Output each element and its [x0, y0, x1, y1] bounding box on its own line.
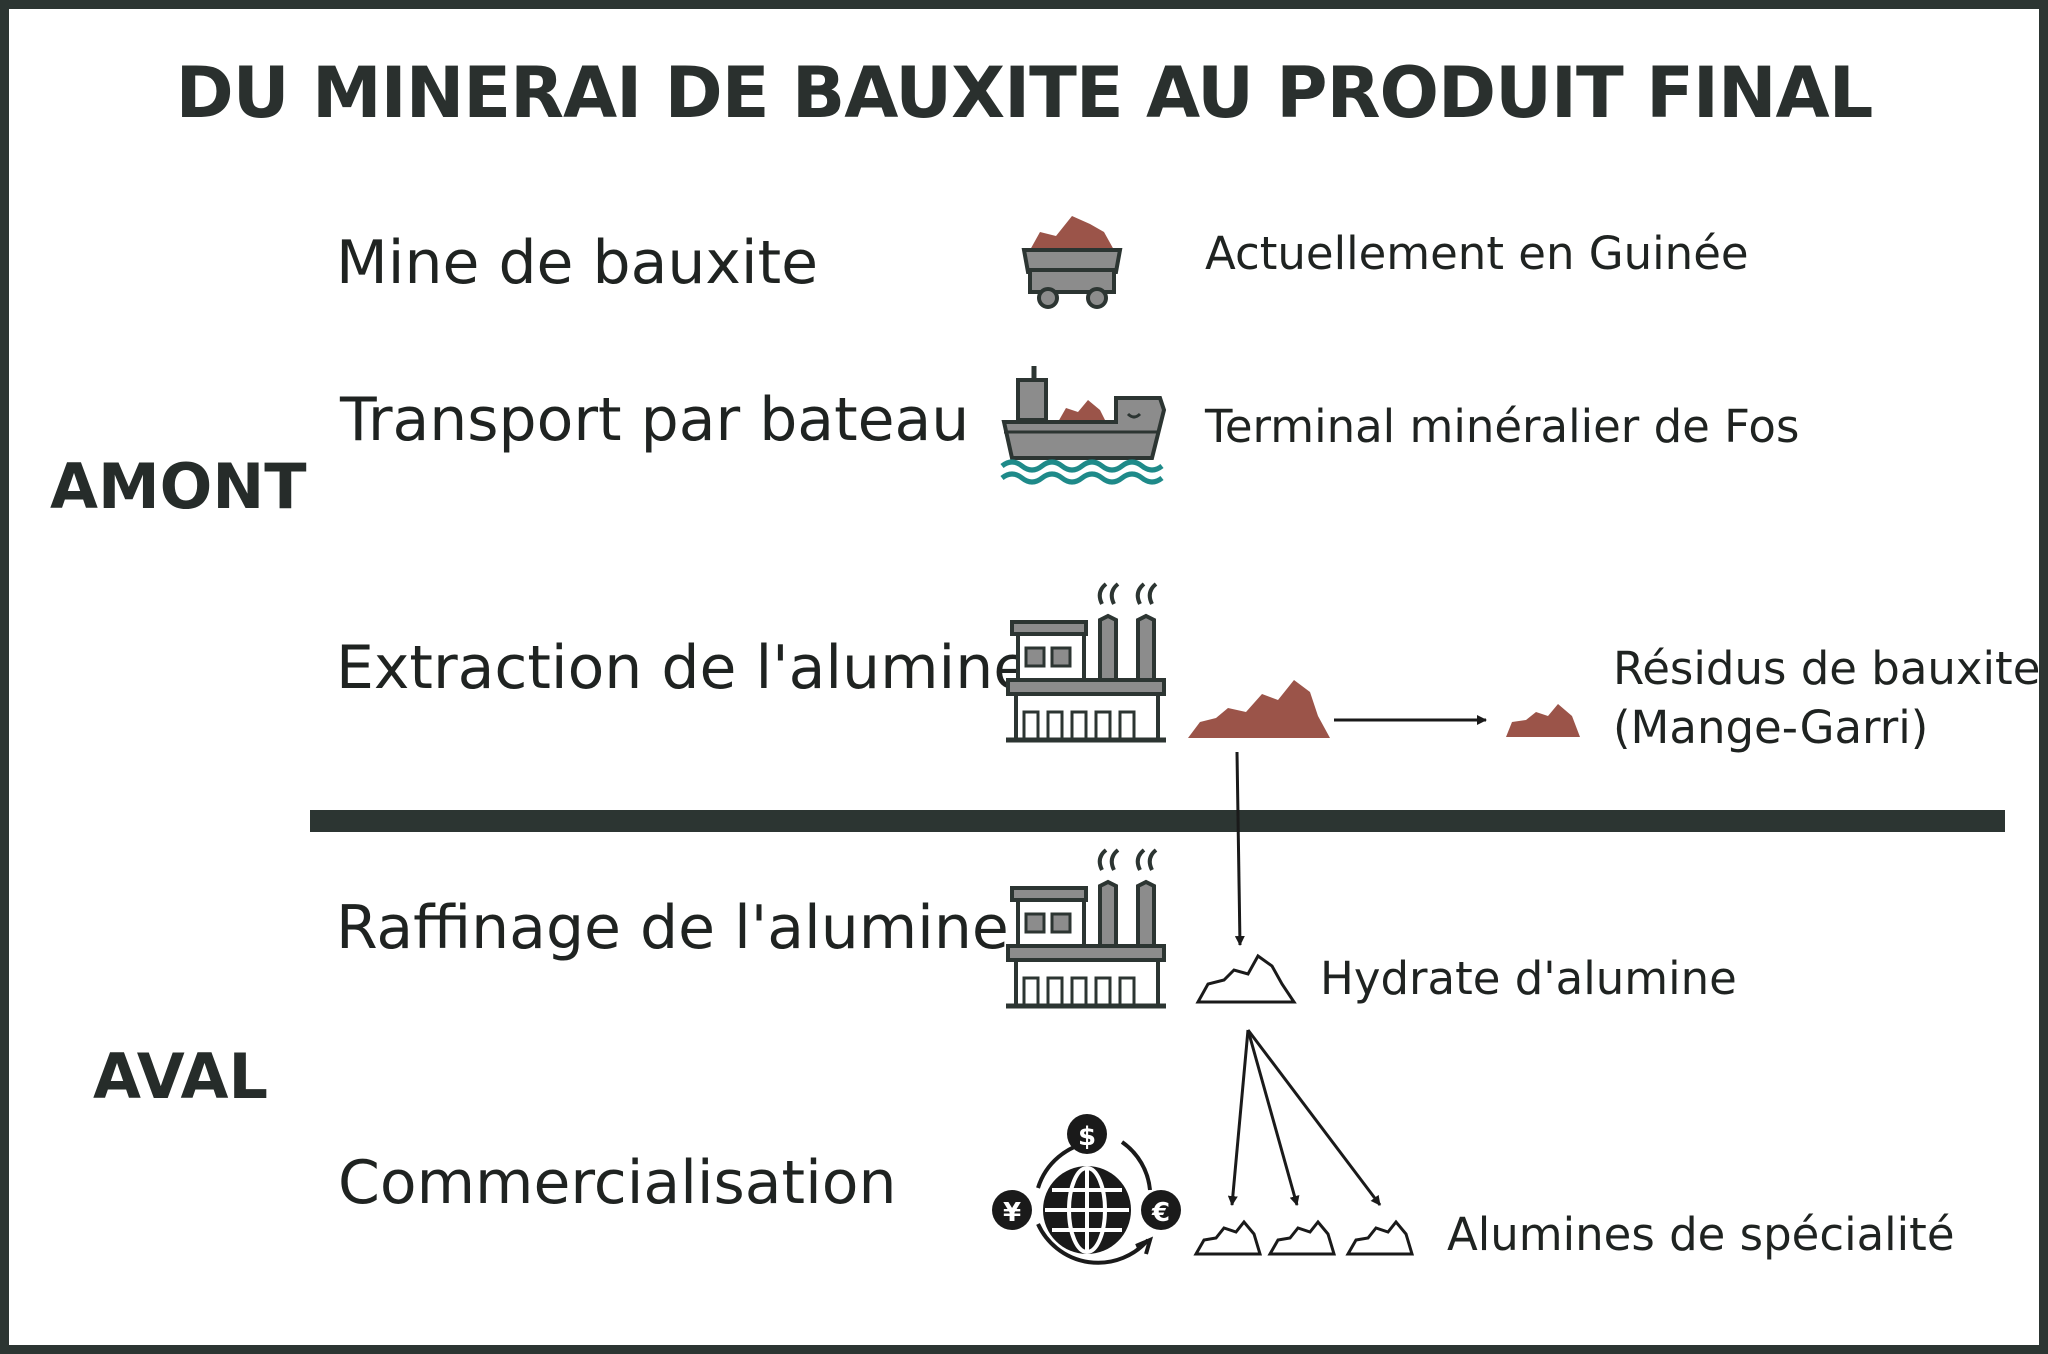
note-residus-line2: (Mange-Garri)	[1613, 700, 1929, 754]
bauxite-pile-icon	[1188, 680, 1330, 738]
diagram-title: DU MINERAI DE BAUXITE AU PRODUIT FINAL	[175, 52, 1874, 134]
alumina-pile-icon-specialite-1	[1193, 1219, 1263, 1256]
alumina-pile-icon-hydrate	[1195, 953, 1297, 1004]
globe-currency-icon: $ ¥ €	[992, 1114, 1181, 1265]
step-transport-par-bateau: Transport par bateau	[340, 385, 970, 455]
note-alumines-specialite: Alumines de spécialité	[1447, 1208, 1955, 1261]
arrow-to-specialite-1	[1227, 1029, 1250, 1206]
mine-cart-icon	[1021, 216, 1123, 309]
note-guinee: Actuellement en Guinée	[1205, 227, 1749, 280]
alumina-pile-icon-specialite-3	[1345, 1219, 1415, 1256]
euro-icon: €	[1151, 1198, 1170, 1228]
arrow-to-specialite-3	[1246, 1029, 1382, 1206]
note-residus-line1: Résidus de bauxite	[1613, 642, 2041, 695]
yen-icon: ¥	[1003, 1198, 1021, 1228]
note-terminal-fos: Terminal minéralier de Fos	[1205, 400, 1800, 453]
residus-pile-icon	[1506, 704, 1580, 737]
section-label-aval: AVAL	[93, 1040, 269, 1113]
step-commercialisation: Commercialisation	[338, 1148, 897, 1218]
alumina-pile-icon-specialite-2	[1267, 1219, 1337, 1256]
amont-aval-divider	[310, 810, 2005, 832]
section-label-amont: AMONT	[50, 450, 307, 523]
note-hydrate-alumine: Hydrate d'alumine	[1320, 952, 1737, 1005]
factory-icon-extraction	[1006, 582, 1166, 743]
step-mine-de-bauxite: Mine de bauxite	[336, 228, 819, 298]
step-extraction-alumine: Extraction de l'alumine	[336, 633, 1031, 703]
arrow-to-hydrate	[1234, 751, 1245, 946]
note-residus-bauxite: Résidus de bauxite (Mange-Garri)	[1613, 640, 2040, 757]
dollar-icon: $	[1078, 1122, 1096, 1152]
arrow-to-specialite-2	[1246, 1029, 1300, 1206]
step-raffinage-alumine: Raffinage de l'alumine	[336, 893, 1009, 963]
cargo-ship-icon	[1000, 366, 1167, 485]
factory-icon-raffinage	[1006, 848, 1166, 1009]
